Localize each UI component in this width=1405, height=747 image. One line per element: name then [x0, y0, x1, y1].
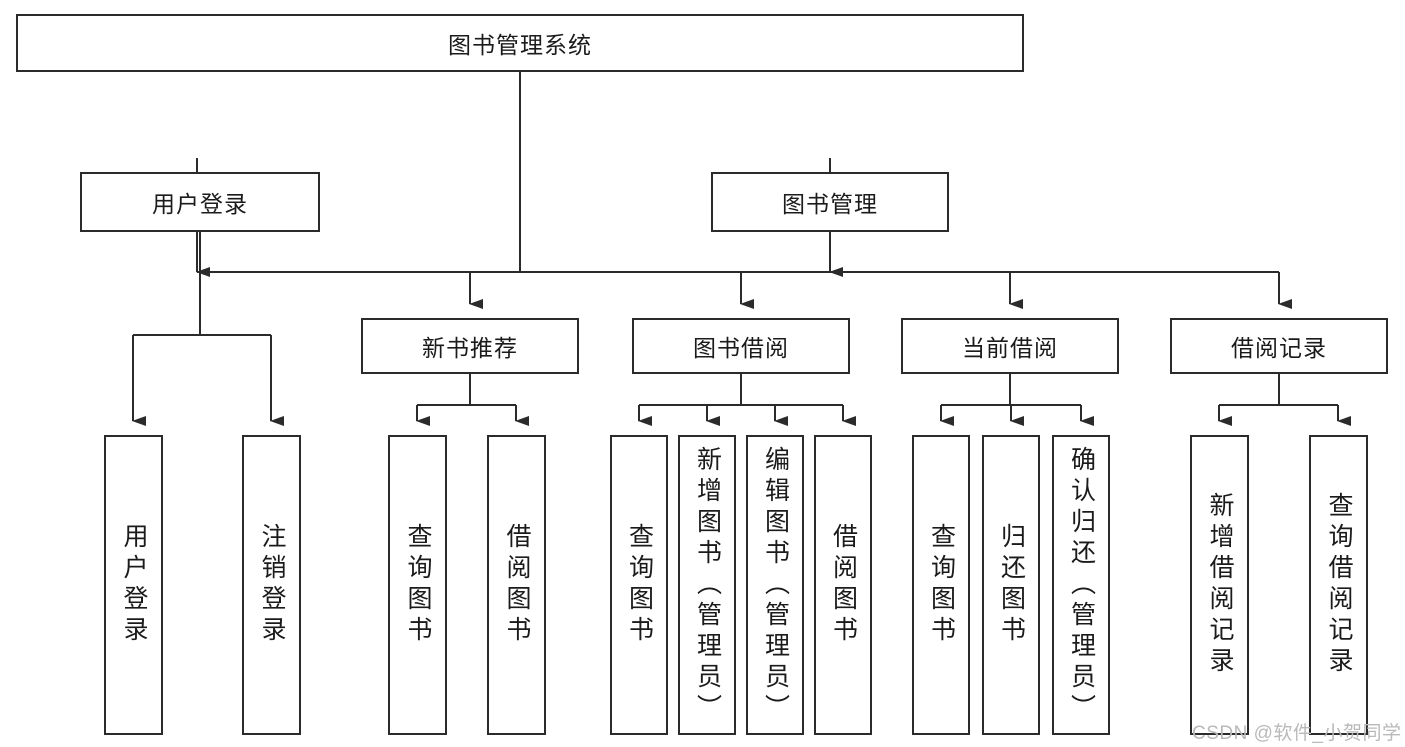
- watermark: CSDN @软件_小贺同学: [1192, 723, 1402, 744]
- node-leaf-edit-book-admin-label: 编辑图书（管理员）: [761, 445, 790, 725]
- node-leaf-user-login[interactable]: 用户登录: [104, 435, 163, 735]
- node-leaf-edit-book-admin[interactable]: 编辑图书（管理员）: [746, 435, 804, 735]
- node-leaf-user-login-label: 用户登录: [120, 523, 148, 647]
- node-leaf-query-borrow-record-label: 查询借阅记录: [1325, 492, 1353, 678]
- node-root[interactable]: 图书管理系统: [16, 14, 1024, 72]
- node-book-borrow-label: 图书借阅: [693, 335, 789, 361]
- node-current-borrow[interactable]: 当前借阅: [901, 318, 1119, 374]
- node-current-borrow-label: 当前借阅: [962, 335, 1058, 361]
- node-leaf-confirm-return-admin-label: 确认归还（管理员）: [1067, 445, 1096, 725]
- node-new-book-recommend-label: 新书推荐: [422, 335, 518, 361]
- node-leaf-query-book-current-label: 查询图书: [927, 523, 956, 647]
- node-book-management-label: 图书管理: [782, 191, 878, 217]
- node-leaf-borrow-book-label: 借阅图书: [829, 523, 858, 647]
- node-new-book-recommend[interactable]: 新书推荐: [361, 318, 579, 374]
- node-leaf-query-book-borrow[interactable]: 查询图书: [610, 435, 668, 735]
- node-leaf-confirm-return-admin[interactable]: 确认归还（管理员）: [1052, 435, 1110, 735]
- node-leaf-query-borrow-record[interactable]: 查询借阅记录: [1309, 435, 1368, 735]
- node-leaf-borrow-book-recommend[interactable]: 借阅图书: [487, 435, 546, 735]
- node-root-label: 图书管理系统: [448, 32, 592, 58]
- node-leaf-add-borrow-record-label: 新增借阅记录: [1206, 492, 1234, 678]
- node-user-login-label: 用户登录: [152, 191, 248, 217]
- node-leaf-user-logout-label: 注销登录: [258, 523, 286, 647]
- node-user-login[interactable]: 用户登录: [80, 172, 320, 232]
- node-leaf-add-borrow-record[interactable]: 新增借阅记录: [1190, 435, 1249, 735]
- node-borrow-record-label: 借阅记录: [1231, 335, 1327, 361]
- node-leaf-query-book-recommend-label: 查询图书: [404, 523, 432, 647]
- node-leaf-add-book-admin[interactable]: 新增图书（管理员）: [678, 435, 736, 735]
- node-leaf-query-book-current[interactable]: 查询图书: [912, 435, 970, 735]
- node-leaf-add-book-admin-label: 新增图书（管理员）: [693, 445, 722, 725]
- node-book-borrow[interactable]: 图书借阅: [632, 318, 850, 374]
- node-leaf-query-book-borrow-label: 查询图书: [625, 523, 654, 647]
- node-borrow-record[interactable]: 借阅记录: [1170, 318, 1388, 374]
- node-leaf-user-logout[interactable]: 注销登录: [242, 435, 301, 735]
- node-leaf-borrow-book-recommend-label: 借阅图书: [503, 523, 531, 647]
- node-leaf-borrow-book[interactable]: 借阅图书: [814, 435, 872, 735]
- node-book-management[interactable]: 图书管理: [711, 172, 949, 232]
- node-leaf-query-book-recommend[interactable]: 查询图书: [388, 435, 447, 735]
- node-leaf-return-book[interactable]: 归还图书: [982, 435, 1040, 735]
- node-leaf-return-book-label: 归还图书: [997, 523, 1026, 647]
